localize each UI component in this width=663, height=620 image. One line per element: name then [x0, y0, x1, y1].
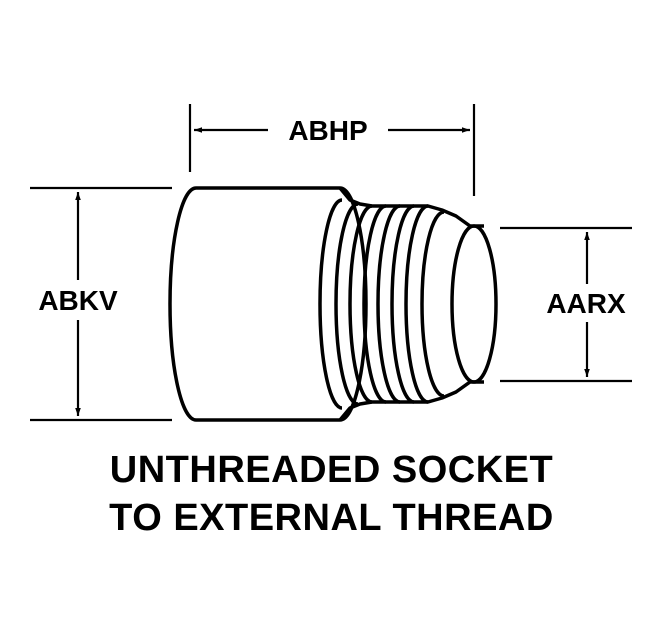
thread-end-face	[450, 224, 498, 384]
thread-crest	[318, 198, 343, 410]
thread-crest	[390, 204, 415, 404]
thread-crest	[334, 202, 359, 406]
dimension-label-abhp: ABHP	[288, 115, 367, 146]
thread-crest	[376, 204, 401, 404]
extension-lines	[30, 104, 632, 422]
caption-line-1: UNTHREADED SOCKET	[109, 449, 554, 491]
caption-line-2: TO EXTERNAL THREAD	[109, 497, 554, 539]
thread-crest	[404, 204, 429, 404]
thread-crest	[348, 204, 373, 404]
thread-crest	[420, 210, 445, 398]
fitting-body	[168, 186, 498, 422]
dimension-label-aarx: AARX	[546, 288, 626, 319]
dimension-label-abkv: ABKV	[38, 285, 118, 316]
thread-crest	[362, 204, 387, 404]
thread-outline	[338, 186, 484, 422]
